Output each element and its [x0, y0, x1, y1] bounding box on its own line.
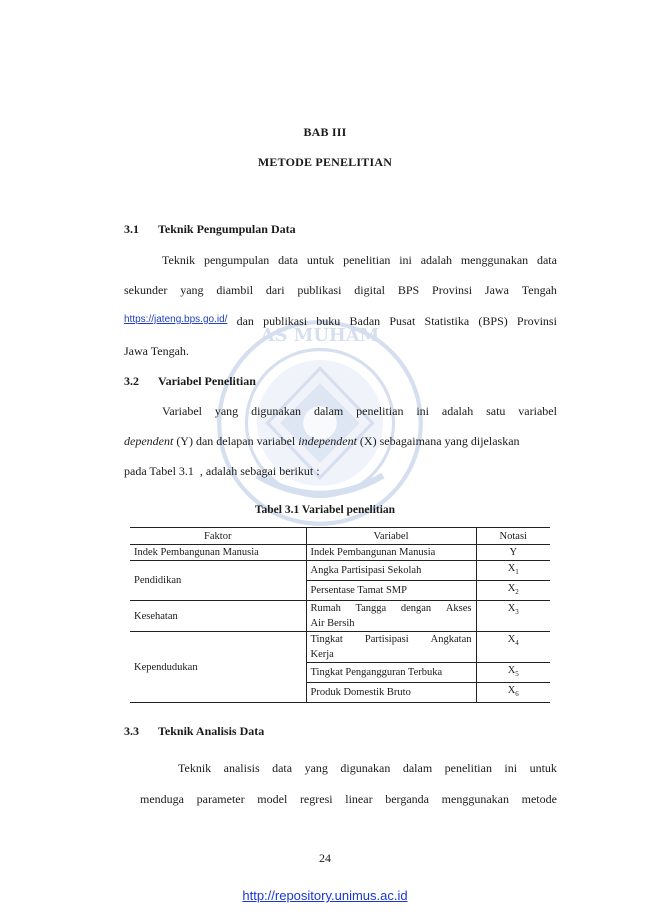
table-row: Indek Pembangunan Manusia Indek Pembangu… [130, 544, 550, 561]
table-cell-faktor: Kependudukan [130, 631, 306, 704]
table-cell-notasi: X3 [476, 600, 550, 632]
variables-table: Faktor Variabel Notasi Indek Pembangunan… [130, 527, 550, 704]
bps-link[interactable]: https://jateng.bps.go.id/ [124, 314, 228, 325]
section-number: 3.2 [124, 374, 139, 388]
chapter-title: METODE PENELITIAN [257, 155, 393, 169]
table-caption: Tabel 3.1 Variabel penelitian [254, 504, 396, 516]
paragraph-line: pada Tabel 3.1 , adalah sebagai berikut … [124, 464, 320, 478]
table-cell-variabel: Persentase Tamat SMP [305, 580, 477, 601]
paragraph-line: dependent (Y) dan delapan variabel indep… [124, 434, 520, 448]
table-row: Persentase Tamat SMP X2 [130, 580, 550, 601]
table-header: Variabel [305, 527, 477, 545]
table-cell-faktor: Indek Pembangunan Manusia [134, 547, 259, 558]
table-cell-notasi: X2 [476, 580, 550, 601]
table-cell-variabel: Indek Pembangunan Manusia [305, 544, 477, 561]
table-row: Produk Domestik Bruto X6 [130, 682, 550, 704]
chapter-label: BAB III [303, 125, 347, 139]
section-title: Teknik Analisis Data [158, 724, 265, 738]
section-title: Variabel Penelitian [158, 374, 256, 388]
section-heading-3-3: 3.3 Teknik Analisis Data [124, 724, 264, 739]
paragraph-line: Jawa Tengah. [124, 344, 189, 358]
table-cell-notasi: X4 [476, 631, 550, 663]
table-header-row: Faktor Variabel Notasi [130, 527, 550, 545]
section-heading-3-1: 3.1 Teknik Pengumpulan Data [124, 222, 296, 237]
table-cell-variabel: Produk Domestik Bruto [305, 682, 477, 704]
table-cell-variabel: Angka Partisipasi Sekolah [305, 559, 477, 581]
table-cell-notasi: X6 [476, 682, 550, 704]
table-row: Pendidikan Angka Partisipasi Sekolah X1 [130, 559, 550, 601]
table-cell-notasi: X1 [476, 559, 550, 581]
table-cell-faktor: Pendidikan [130, 559, 306, 601]
table-cell-variabel: Tingkat Pengangguran Terbuka [305, 662, 477, 683]
table-cell-notasi: Y [509, 547, 518, 558]
section-number: 3.3 [124, 724, 139, 738]
repository-link[interactable]: http://repository.unimus.ac.id [242, 888, 408, 903]
page-number: 24 [319, 851, 331, 865]
table-header: Notasi [476, 527, 550, 545]
table-cell-notasi: X5 [476, 662, 550, 683]
table-cell-faktor: Kesehatan [130, 600, 306, 632]
section-heading-3-2: 3.2 Variabel Penelitian [124, 374, 256, 389]
table-header: Faktor [130, 527, 306, 545]
section-title: Teknik Pengumpulan Data [158, 222, 296, 236]
section-number: 3.1 [124, 222, 139, 236]
table-row: Tingkat Pengangguran Terbuka X5 [130, 662, 550, 683]
